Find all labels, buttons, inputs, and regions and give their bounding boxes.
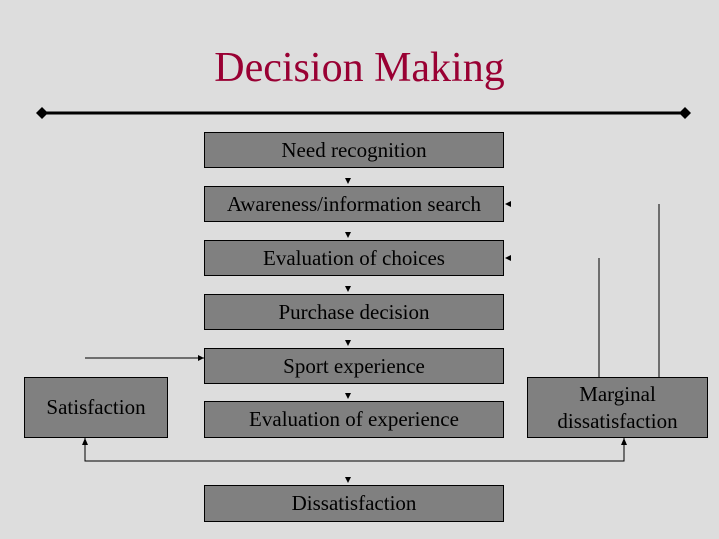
step-evaluation-experience: Evaluation of experience — [204, 401, 504, 438]
step-need-recognition: Need recognition — [204, 132, 504, 168]
outcome-dissatisfaction: Dissatisfaction — [204, 485, 504, 522]
outcome-marginal-dissatisfaction: Marginal dissatisfaction — [527, 377, 708, 438]
step-sport-experience: Sport experience — [204, 348, 504, 384]
arrowhead-awareness — [505, 201, 511, 207]
outcome-branch-line — [84, 437, 625, 462]
rule-diamond-right — [679, 107, 691, 119]
outcome-satisfaction: Satisfaction — [24, 377, 168, 438]
rule-diamond-left — [36, 107, 48, 119]
step-arrows — [345, 178, 351, 483]
step-evaluation-choices: Evaluation of choices — [204, 240, 504, 276]
slide-title: Decision Making — [214, 45, 505, 91]
step-awareness-search: Awareness/information search — [204, 186, 504, 222]
step-purchase-decision: Purchase decision — [204, 294, 504, 330]
arrowhead-evaluation — [505, 255, 511, 261]
